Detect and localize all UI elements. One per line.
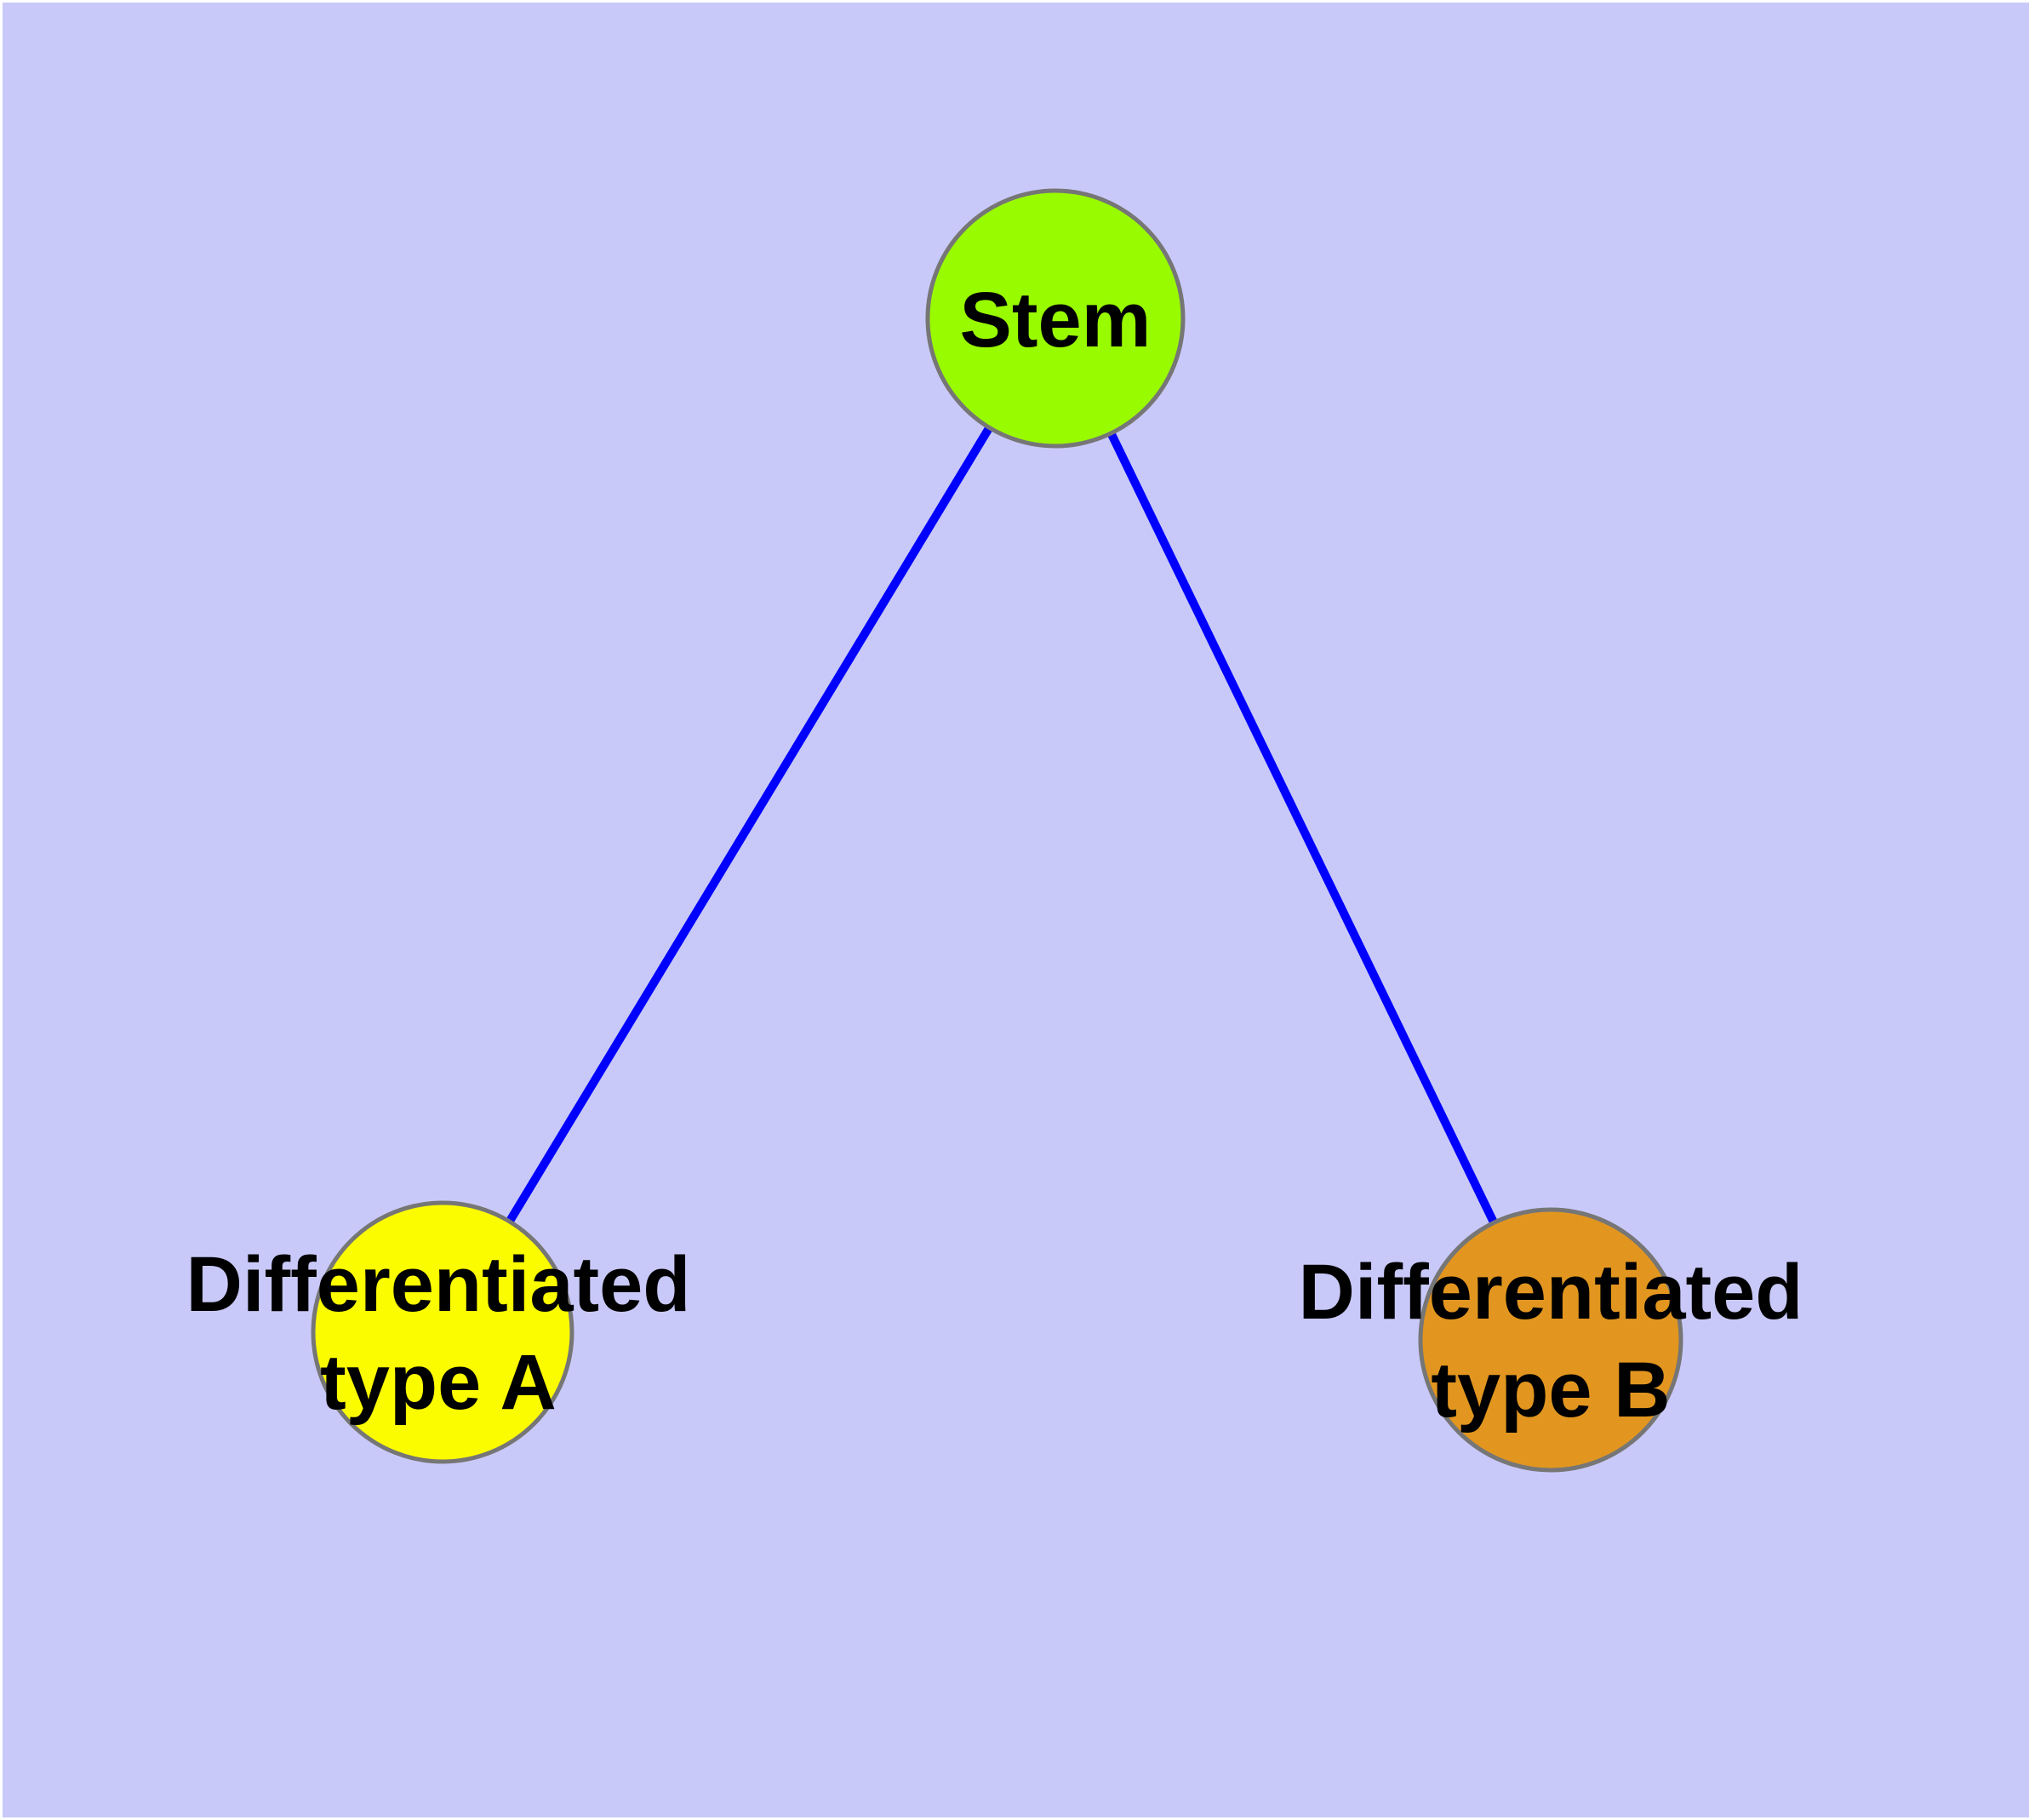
- node-type-a-label-line1: Differentiated: [186, 1241, 691, 1328]
- node-stem-label: Stem: [960, 277, 1152, 363]
- node-type-b-label-line1: Differentiated: [1299, 1249, 1803, 1336]
- node-type-b-label-line2: type B: [1431, 1347, 1670, 1434]
- node-differentiated-type-b: [1418, 1207, 1683, 1473]
- edge-stem-to-typeB: [1051, 316, 1555, 1342]
- node-type-a-label-line2: type A: [320, 1339, 557, 1426]
- edge-stem-to-typeA: [438, 316, 1060, 1335]
- node-differentiated-type-a: [311, 1200, 574, 1464]
- node-stem: [925, 188, 1186, 449]
